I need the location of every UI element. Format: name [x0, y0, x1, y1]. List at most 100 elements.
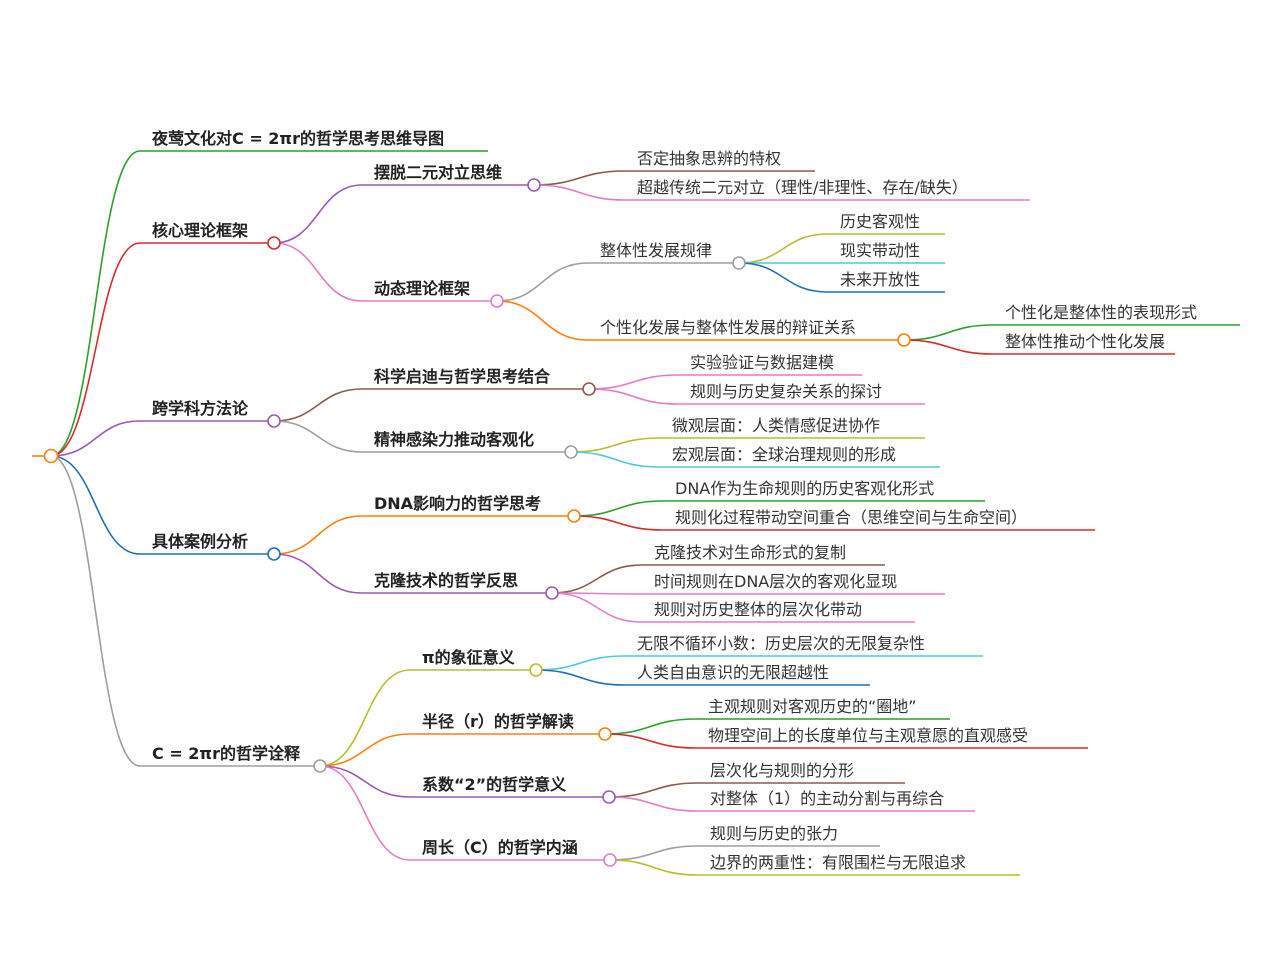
- edge-c2b: [551, 592, 945, 595]
- edge-d3a: [608, 782, 905, 798]
- edge-c2: [273, 553, 552, 594]
- edge-a2b: [496, 300, 904, 341]
- collapse-toggle-icon-a[interactable]: [267, 236, 281, 250]
- collapse-toggle-icon-a2[interactable]: [490, 294, 504, 308]
- node-label-d4[interactable]: 周长（C）的哲学内涵: [422, 838, 578, 857]
- node-label-d2a[interactable]: 主观规则对客观历史的“圈地”: [708, 697, 917, 716]
- edge-a2a: [496, 262, 739, 302]
- edge-c: [50, 455, 274, 555]
- edge-b: [50, 420, 274, 457]
- node-label-c1a[interactable]: DNA作为生命规则的历史客观化形式: [675, 479, 934, 498]
- edge-a1b: [533, 184, 1030, 201]
- node-label-b2a[interactable]: 微观层面：人类情感促进协作: [672, 416, 880, 435]
- node-label-d4b[interactable]: 边界的两重性：有限围栏与无限追求: [710, 853, 966, 872]
- node-label-b1a[interactable]: 实验验证与数据建模: [690, 353, 834, 372]
- edge-b2: [273, 420, 571, 453]
- node-label-a1a[interactable]: 否定抽象思辨的特权: [637, 149, 781, 168]
- edge-d3b: [608, 796, 975, 812]
- node-label-a2b2[interactable]: 整体性推动个性化发展: [1005, 332, 1165, 351]
- node-label-d[interactable]: C = 2πr的哲学诠释: [152, 744, 301, 763]
- node-label-b2b[interactable]: 宏观层面：全球治理规则的形成: [672, 445, 896, 464]
- collapse-toggle-icon-a2b[interactable]: [897, 333, 911, 347]
- edge-a2a3: [738, 262, 945, 293]
- node-label-b1b[interactable]: 规则与历史复杂关系的探讨: [690, 382, 882, 401]
- collapse-toggle-icon-d3[interactable]: [602, 790, 616, 804]
- node-label-a1[interactable]: 摆脱二元对立思维: [374, 163, 502, 182]
- edge-a2b2: [903, 339, 1175, 355]
- node-label-b1[interactable]: 科学启迪与哲学思考结合: [374, 367, 551, 386]
- node-label-a2b[interactable]: 个性化发展与整体性发展的辩证关系: [600, 318, 856, 337]
- node-label-d1a[interactable]: 无限不循环小数：历史层次的无限复杂性: [637, 634, 925, 653]
- node-label-a2a2[interactable]: 现实带动性: [840, 241, 920, 260]
- collapse-toggle-icon-d1[interactable]: [529, 663, 543, 677]
- edge-c2a: [551, 564, 885, 594]
- collapse-toggle-icon-d[interactable]: [313, 759, 327, 773]
- collapse-toggle-icon-a1[interactable]: [527, 178, 541, 192]
- edge-b1: [273, 388, 589, 422]
- mind-map-collapse-handles: [43, 178, 911, 867]
- node-label-c1b[interactable]: 规则化过程带动空间重合（思维空间与生命空间）: [675, 508, 1027, 527]
- edge-t: [50, 150, 488, 457]
- node-label-a2a1[interactable]: 历史客观性: [840, 212, 920, 231]
- node-label-b[interactable]: 跨学科方法论: [152, 399, 249, 418]
- node-label-a1b[interactable]: 超越传统二元对立（理性/非理性、存在/缺失）: [637, 178, 968, 197]
- edge-d2a: [604, 718, 950, 735]
- mind-map-edges: [32, 150, 1240, 876]
- node-label-c[interactable]: 具体案例分析: [152, 532, 248, 551]
- collapse-toggle-icon-d2[interactable]: [598, 727, 612, 741]
- node-label-a2a3[interactable]: 未来开放性: [840, 270, 920, 289]
- node-label-a[interactable]: 核心理论框架: [152, 221, 248, 240]
- node-label-d1[interactable]: π的象征意义: [422, 648, 515, 667]
- collapse-toggle-icon-c1[interactable]: [567, 509, 581, 523]
- edge-d1a: [535, 655, 983, 671]
- collapse-toggle-icon-b1[interactable]: [582, 382, 596, 396]
- edge-d1b: [535, 669, 870, 686]
- edge-a1a: [533, 170, 815, 186]
- edge-d: [50, 455, 320, 767]
- collapse-toggle-icon-c2[interactable]: [545, 586, 559, 600]
- edge-b1a: [588, 374, 862, 390]
- edge-d4b: [609, 859, 1020, 876]
- node-label-d2b[interactable]: 物理空间上的长度单位与主观意愿的直观感受: [708, 726, 1028, 745]
- node-label-b2[interactable]: 精神感染力推动客观化: [374, 430, 534, 449]
- edge-d1: [319, 669, 536, 767]
- node-label-c2[interactable]: 克隆技术的哲学反思: [374, 571, 518, 590]
- node-label-d1b[interactable]: 人类自由意识的无限超越性: [637, 663, 829, 682]
- root-collapse-toggle-icon[interactable]: [43, 448, 59, 464]
- edge-c1: [273, 515, 574, 555]
- node-label-d3a[interactable]: 层次化与规则的分形: [710, 761, 854, 780]
- edge-a2: [273, 242, 497, 302]
- node-label-d2[interactable]: 半径（r）的哲学解读: [422, 712, 574, 731]
- edge-a1: [273, 184, 534, 244]
- edge-d3: [319, 765, 609, 798]
- node-label-d4a[interactable]: 规则与历史的张力: [710, 824, 838, 843]
- node-label-d3[interactable]: 系数“2”的哲学意义: [422, 775, 566, 794]
- node-label-c1[interactable]: DNA影响力的哲学思考: [374, 494, 541, 513]
- edge-a2b1: [903, 324, 1240, 341]
- node-label-a2[interactable]: 动态理论框架: [374, 279, 470, 298]
- collapse-toggle-icon-d4[interactable]: [603, 853, 617, 867]
- collapse-toggle-icon-b2[interactable]: [564, 445, 578, 459]
- node-label-a2b1[interactable]: 个性化是整体性的表现形式: [1005, 303, 1197, 322]
- edge-a2a1: [738, 233, 945, 264]
- collapse-toggle-icon-a2a[interactable]: [732, 256, 746, 270]
- edge-d2b: [604, 733, 1088, 749]
- collapse-toggle-icon-b[interactable]: [267, 414, 281, 428]
- edge-c1b: [573, 515, 1095, 531]
- collapse-toggle-icon-c[interactable]: [267, 547, 281, 561]
- node-label-d3b[interactable]: 对整体（1）的主动分割与再综合: [710, 789, 944, 808]
- node-label-t[interactable]: 夜莺文化对C = 2πr的哲学思考思维导图: [151, 129, 444, 148]
- edge-b2a: [570, 437, 925, 453]
- node-label-c2b[interactable]: 时间规则在DNA层次的客观化显现: [654, 572, 897, 591]
- edge-d2: [319, 733, 605, 767]
- edge-c1a: [573, 500, 985, 517]
- node-label-a2a[interactable]: 整体性发展规律: [600, 241, 712, 260]
- node-label-c2c[interactable]: 规则对历史整体的层次化带动: [654, 600, 862, 619]
- edge-a: [50, 242, 274, 457]
- edge-b2b: [570, 451, 940, 468]
- edge-b1b: [588, 388, 925, 405]
- edge-c2c: [551, 592, 915, 623]
- node-label-c2a[interactable]: 克隆技术对生命形式的复制: [654, 543, 846, 562]
